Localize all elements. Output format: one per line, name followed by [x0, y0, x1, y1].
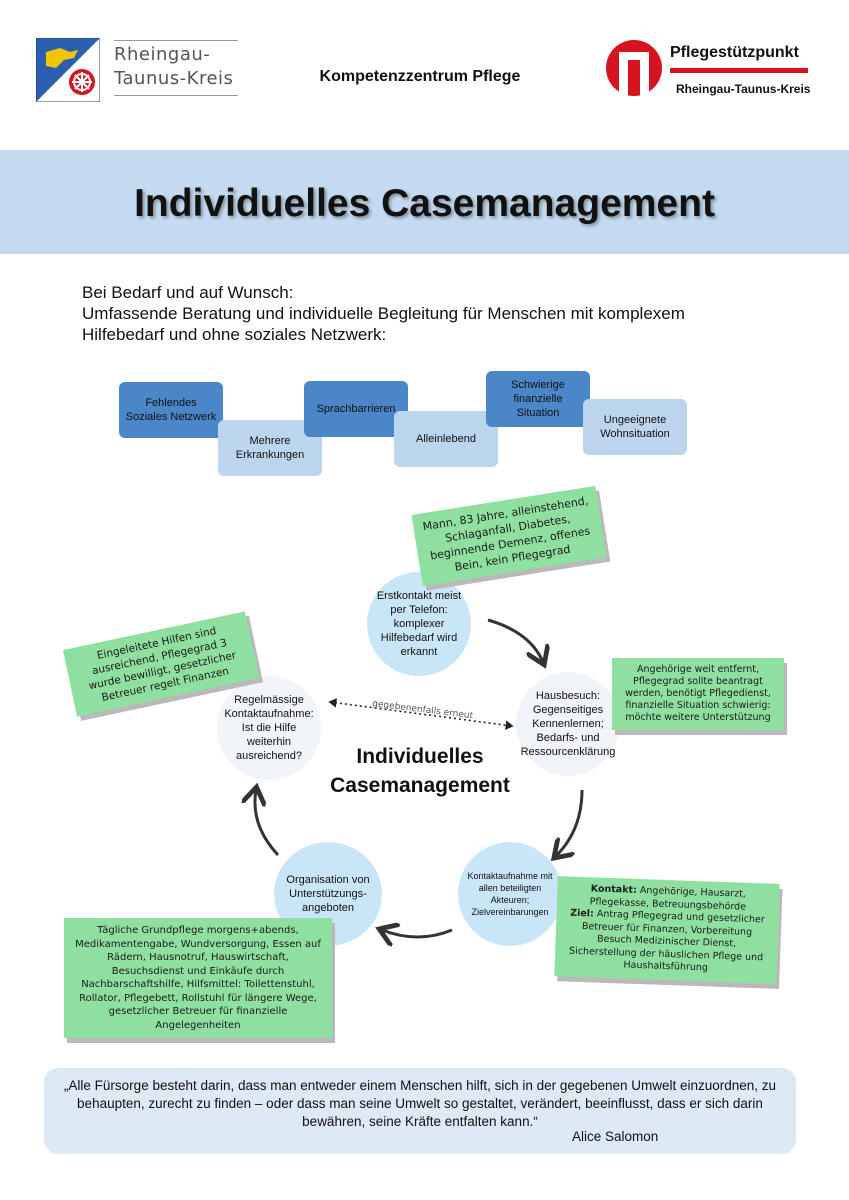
intro-text: Bei Bedarf und auf Wunsch: Umfassende Be… [82, 282, 685, 345]
step-regelmaessige-kontaktaufnahme: Regelmässige Kontaktaufnahme: Ist die Hi… [217, 676, 321, 780]
factor-financial-situation: Schwierige finanzielle Situation [486, 371, 590, 427]
factor-language-barriers: Sprachbarrieren [304, 381, 408, 437]
contact-label: Kontakt: [590, 883, 638, 896]
quote-box [44, 1068, 796, 1154]
district-logo-line2: Taunus-Kreis [114, 68, 234, 89]
intro-line3: Hilfebedarf und ohne soziales Netzwerk: [82, 325, 387, 344]
goal-text: Antrag Pflegegrad und gesetzlicher Betre… [568, 908, 765, 974]
arrow-erstkontakt-to-hausbesuch [487, 618, 543, 662]
district-logo-line1: Rheingau- [114, 44, 211, 65]
district-logo-text: Rheingau- Taunus-Kreis [114, 40, 238, 96]
district-coat-of-arms-logo [36, 38, 100, 102]
pflegestuetzpunkt-name: Pflegestützpunkt [670, 44, 799, 61]
note-contact-and-goal: Kontakt: Angehörige, Hausarzt, Pflegekas… [554, 876, 780, 984]
cycle-center-title: Individuelles Casemanagement [300, 742, 540, 800]
note-case-description: Mann, 83 Jahre, alleinstehend, Schlaganf… [411, 485, 607, 587]
factor-living-alone: Alleinlebend [394, 411, 498, 467]
quote-text: „Alle Fürsorge besteht darin, dass man e… [63, 1078, 777, 1129]
header-center-title: Kompetenzzentrum Pflege [319, 68, 521, 85]
quote-author: Alice Salomon [572, 1129, 659, 1144]
brand-red-bar [670, 68, 808, 73]
intro-line1: Bei Bedarf und auf Wunsch: [82, 283, 294, 302]
step-erstkontakt: Erstkontakt meist per Telefon: komplexer… [367, 572, 471, 676]
step-hausbesuch: Hausbesuch: Gegenseitiges Kennenlernen; … [516, 672, 620, 776]
cycle-title-line1: Individuelles [356, 745, 484, 768]
arrow-organisation-to-regelmaessig [255, 790, 280, 857]
step-kontaktaufnahme: Kontaktaufnahme mit allen beteiligten Ak… [458, 842, 562, 946]
note-hausbesuch-result: Angehörige weit entfernt, Pflegegrad sol… [612, 658, 784, 730]
goal-label: Ziel: [569, 907, 594, 920]
arrow-hausbesuch-to-kontaktaufnahme [556, 789, 584, 856]
factor-housing-situation: Ungeeignete Wohnsituation [583, 399, 687, 455]
intro-line2: Umfassende Beratung und individuelle Beg… [82, 304, 685, 323]
title-band [0, 150, 849, 254]
page-title: Individuelles Casemanagement [134, 182, 715, 225]
pflegestuetzpunkt-subtitle: Rheingau-Taunus-Kreis [676, 82, 811, 96]
arrow-kontaktaufnahme-to-organisation [382, 930, 453, 937]
factor-missing-network: Fehlendes Soziales Netzwerk [119, 382, 223, 438]
note-organisation-details: Tägliche Grundpflege morgens+abends, Med… [64, 918, 332, 1038]
factor-multiple-illnesses: Mehrere Erkrankungen [218, 420, 322, 476]
pflegestuetzpunkt-logo-icon [606, 40, 662, 96]
dotted-arrow-label: gegebenenfalls erneut [372, 699, 474, 721]
dotted-arrow-gegebenenfalls [328, 698, 514, 730]
cycle-title-line2: Casemanagement [330, 774, 510, 797]
